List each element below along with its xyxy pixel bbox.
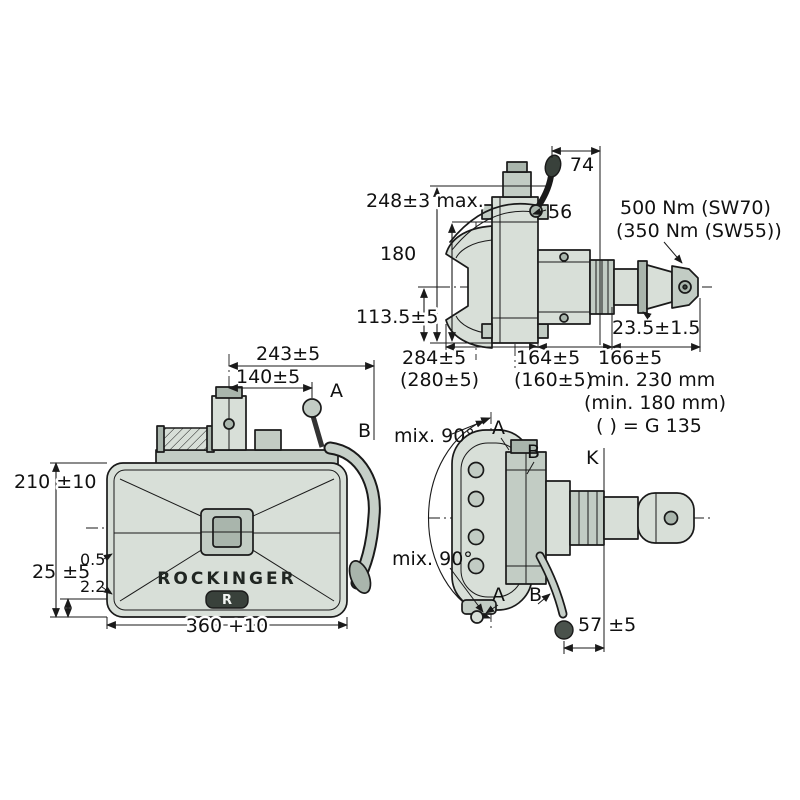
housing-lines <box>506 452 546 584</box>
flange-bolt <box>467 557 485 575</box>
dim-23-5-label: 23.5±1.5 <box>612 317 700 339</box>
mechanism-base <box>155 449 339 465</box>
dim-243-label: 243±5 <box>256 343 320 365</box>
shaft-cone <box>646 264 673 310</box>
flange-bolt <box>467 490 485 508</box>
ref-a-top-label: A <box>492 417 505 439</box>
lever-pivot <box>529 204 543 218</box>
ball-handle-stem <box>310 415 325 448</box>
min-230-label: min. 230 mm <box>588 369 715 391</box>
ref-b-bottom-label: B <box>529 584 542 606</box>
leader-b-top <box>526 461 535 475</box>
ext-line <box>551 146 601 345</box>
dim-166-label: 166±5 <box>598 347 662 369</box>
latch-block <box>254 429 282 451</box>
dim-164-alt-label: (160±5) <box>514 369 593 391</box>
brand-text: ROCKINGER <box>157 569 296 589</box>
flange-bolt <box>481 323 493 339</box>
torque-alt-label: (350 Nm (SW55)) <box>616 220 782 242</box>
rear-shaft-step3 <box>603 496 639 540</box>
dim-164-label: 164±5 <box>516 347 580 369</box>
dim-25-label: 25 ±5 <box>32 561 90 583</box>
ext-line <box>430 185 546 344</box>
dim-360-label: 360 +10 <box>186 615 268 637</box>
leader-23-5 <box>642 311 652 320</box>
nut-center <box>682 284 688 290</box>
bracket-roller <box>470 610 484 624</box>
ref-b-top-label: B <box>527 441 540 463</box>
leader-2-2 <box>101 586 113 595</box>
dim-284-label: 284±5 <box>402 347 466 369</box>
dim-57-label: 57 ±5 <box>578 614 636 636</box>
rear-pin-cap <box>510 439 538 454</box>
leader-angle-bottom <box>449 567 484 613</box>
dim-113-5-label: 113.5±5 <box>356 306 438 328</box>
flange-bolt <box>467 461 485 479</box>
collar-ribs <box>595 260 609 314</box>
front-view: ROCKINGER R 243±5 140±5 A B 210 ±10 0.5 … <box>12 343 381 640</box>
leader-0-5 <box>101 553 113 562</box>
leader-a-bottom <box>485 604 499 614</box>
min-180-label: (min. 180 mm) <box>584 392 726 414</box>
end-cap-hub <box>663 510 679 526</box>
pin-cap <box>506 161 528 173</box>
spring-block <box>161 427 209 451</box>
rear-shaft-step1 <box>545 480 571 556</box>
rear-lever-body <box>537 553 566 617</box>
leader-56 <box>532 208 547 216</box>
release-lever <box>449 202 541 243</box>
block-bolt <box>559 252 569 262</box>
mounting-flange <box>491 196 539 344</box>
dim-56-label: 56 <box>548 201 572 223</box>
lever-knob <box>544 154 562 178</box>
ball-handle <box>302 398 322 418</box>
pin-tower-cap <box>215 386 243 399</box>
dim-74-label: 74 <box>570 154 594 176</box>
lever-grip <box>348 560 372 594</box>
leader-torque <box>663 241 683 264</box>
washer <box>637 260 648 314</box>
dim-0-5-label: 0.5 <box>80 550 105 569</box>
spring-end-plate <box>156 425 165 453</box>
torque-main-label: 500 Nm (SW70) <box>620 197 771 219</box>
dim-284-alt-label: (280±5) <box>400 369 479 391</box>
tower-bolt <box>223 418 235 430</box>
flange-bolt <box>467 528 485 546</box>
dim-180-label: 180 <box>380 243 416 265</box>
shaft-ribs <box>578 491 598 545</box>
rear-shaft-step2 <box>569 490 605 546</box>
flange-bolt <box>537 323 549 339</box>
plate-inner-edge <box>113 469 341 611</box>
dim-248-label: 248±3 max. <box>366 190 484 212</box>
rear-lever-ball <box>554 620 574 640</box>
angle-bottom-label: mix. 90° <box>392 548 473 570</box>
ref-a-label: A <box>330 380 343 402</box>
block-bolt <box>559 313 569 323</box>
dim-140-label: 140±5 <box>236 366 300 388</box>
rear-view: mix. 90° mix. 90° A B K A B 57 ±5 <box>392 412 712 654</box>
brand-badge-text: R <box>222 593 232 608</box>
dim-210-label: 210 ±10 <box>14 471 96 493</box>
jaw-detail-line <box>455 239 493 259</box>
leader-angle-top <box>451 420 485 435</box>
k-label: K <box>586 447 599 469</box>
drawbar-shaft <box>613 268 639 306</box>
leader-a-top <box>500 437 510 451</box>
leader-b-bottom <box>537 593 551 605</box>
plate-creases <box>114 478 340 602</box>
ref-a-bottom-label: A <box>492 584 505 606</box>
cross-member-lines <box>538 261 590 313</box>
g135-note: ( ) = G 135 <box>596 415 702 437</box>
side-view: 74 248±3 max. 56 500 Nm (SW70) (350 Nm (… <box>354 146 782 437</box>
pin-guide-tower <box>502 171 532 198</box>
ref-b-label: B <box>358 420 371 442</box>
angle-top-label: mix. 90° <box>394 425 475 447</box>
dim-2-2-label: 2.2 <box>80 577 105 596</box>
rockinger-badge <box>205 590 249 609</box>
